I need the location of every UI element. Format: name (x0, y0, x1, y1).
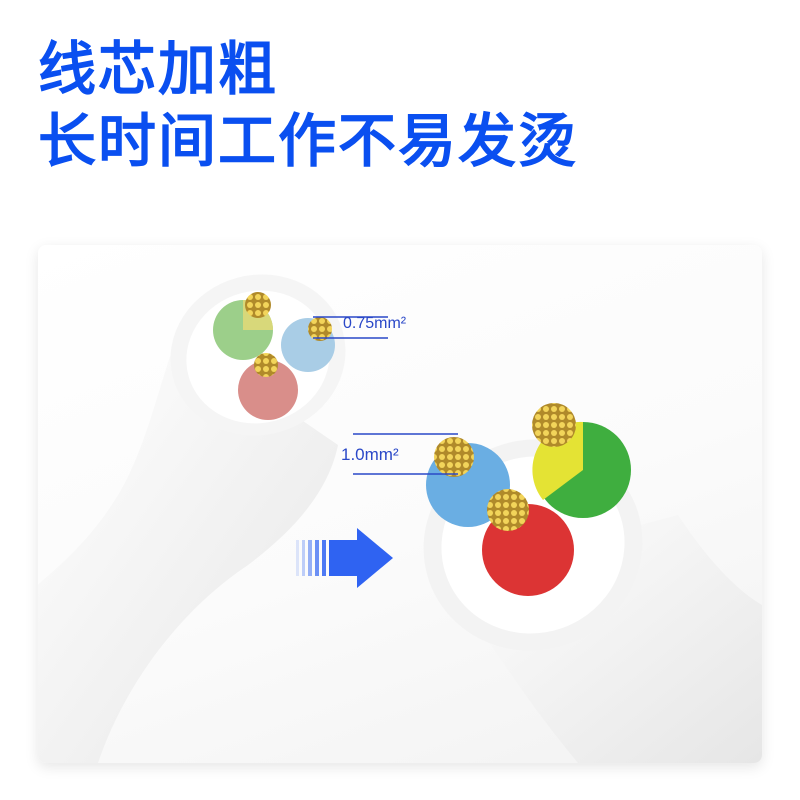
small-cable (38, 274, 346, 763)
cable-comparison-card: 0.75mm² 1.0mm² (38, 245, 762, 763)
headline-line-1: 线芯加粗 (38, 35, 279, 103)
small-core-size-label: 0.75mm² (343, 315, 407, 332)
headline-line-2: 长时间工作不易发烫 (38, 107, 579, 175)
large-cable (423, 403, 762, 763)
arrow-right-icon (296, 528, 393, 588)
large-core-size-label: 1.0mm² (341, 445, 399, 464)
cable-illustration (38, 274, 762, 763)
